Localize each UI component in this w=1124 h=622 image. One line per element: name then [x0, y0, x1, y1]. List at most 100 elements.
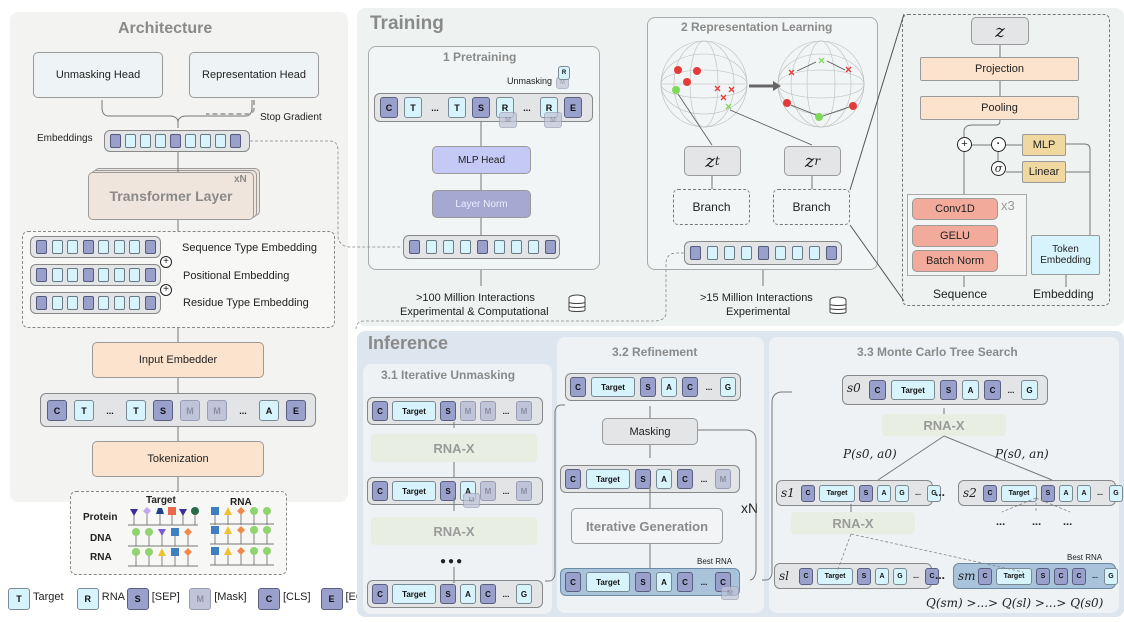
token: C — [799, 568, 813, 585]
token-embedding-layer: Token Embedding — [1031, 235, 1100, 275]
ellipsis-token: ... — [913, 573, 919, 580]
legend-token-sep: S — [126, 588, 149, 610]
token: A — [877, 485, 891, 502]
embedding-cell — [51, 296, 63, 310]
token: Target — [586, 572, 630, 592]
token: S — [857, 568, 871, 585]
dna-row-label: DNA — [90, 533, 112, 544]
token: S — [472, 97, 490, 118]
token: S — [440, 584, 456, 604]
target-column-header: Target — [146, 495, 176, 506]
residue-type-embedding-label: Residue Type Embedding — [183, 297, 309, 309]
legend-token-target: T — [8, 588, 30, 610]
left-sphere-points — [672, 66, 735, 110]
token: C — [677, 572, 693, 592]
token: G — [516, 584, 532, 604]
legend-label: [Mask] — [214, 591, 247, 603]
gelu-layer: GELU — [912, 225, 998, 247]
embedding-cell — [113, 240, 125, 254]
iterative-unmasking-title: 3.1 Iterative Unmasking — [381, 368, 516, 382]
token: Target — [1001, 485, 1037, 502]
mcts-between-ellipsis: ... — [935, 485, 946, 499]
token: T — [404, 97, 422, 118]
embedding-cell — [113, 296, 125, 310]
token: C — [1072, 568, 1086, 585]
embedding-input-label: Embedding — [1033, 287, 1094, 301]
rna-x-model: RNA-X — [371, 434, 537, 462]
embedding-row — [30, 236, 161, 258]
token: C — [372, 401, 388, 421]
token: C — [677, 469, 693, 489]
positional-embedding-label: Positional Embedding — [183, 270, 290, 282]
embedding-cell — [113, 268, 125, 282]
iterative-generation-step: Iterative Generation — [571, 508, 723, 544]
embeddings-bar — [104, 130, 250, 152]
z-symbol: z — [995, 20, 1005, 42]
token: E — [286, 400, 306, 421]
legend-token-rna: R — [76, 588, 99, 610]
token: C — [565, 469, 581, 489]
legend-label: Target — [33, 591, 64, 603]
legend-token-mask: M — [189, 588, 212, 610]
token: M — [460, 401, 476, 421]
pretraining-data-line1: >100 Million Interactions — [416, 292, 535, 304]
ellipsis-token: ... — [915, 490, 921, 497]
stop-gradient-label: Stop Gradient — [260, 112, 322, 123]
embedding-cell — [129, 240, 140, 254]
state-label: sl — [779, 569, 789, 583]
token: E — [564, 97, 582, 118]
legend-token-eos: E — [320, 588, 343, 610]
token: C — [480, 584, 496, 604]
token: C — [801, 485, 815, 502]
representation-embeddings — [684, 241, 842, 265]
token: S — [635, 572, 651, 592]
representation-data-line2: Experimental — [726, 306, 791, 318]
state-label: s1 — [781, 486, 795, 500]
token: M — [516, 481, 532, 501]
token: S — [1041, 485, 1055, 502]
token: Target — [392, 401, 436, 421]
token: C — [984, 380, 1001, 400]
ellipsis-token: ... — [700, 577, 708, 587]
token: M — [207, 400, 227, 421]
token: M — [180, 400, 200, 421]
token: M — [516, 401, 532, 421]
plus-icon: + — [160, 256, 172, 268]
leaf-ellipsis: ... — [996, 516, 1006, 528]
token: S — [1036, 568, 1050, 585]
linear-layer: Linear — [1022, 161, 1066, 183]
token: A — [661, 377, 677, 397]
ellipsis-token: ... — [705, 382, 713, 392]
ellipsis-token: ... — [239, 405, 247, 416]
token: Target — [586, 469, 630, 489]
add-operator-icon: + — [957, 137, 972, 152]
token: G — [895, 485, 909, 502]
token: S — [635, 469, 651, 489]
leaf-ellipsis: ... — [1032, 516, 1042, 528]
mlp-head: MLP Head — [432, 146, 531, 174]
unmasking-label: Unmasking — [507, 76, 553, 86]
embedding-cell — [144, 296, 156, 310]
rna-x-model: RNA-X — [791, 512, 915, 534]
q-value-ordering: Q(sm) >...> Q(sl) >...> Q(s0) — [926, 596, 1104, 610]
tokenization: Tokenization — [92, 441, 264, 477]
database-icon — [828, 296, 848, 316]
rna-row-label: RNA — [90, 552, 112, 563]
token: A — [1059, 485, 1073, 502]
masking-step: Masking — [602, 418, 698, 445]
token: S — [440, 481, 456, 501]
token: Target — [819, 485, 855, 502]
representation-head: Representation Head — [189, 52, 319, 98]
token: T — [448, 97, 466, 118]
embedding-cell — [98, 268, 109, 282]
mask-overlay-token: M — [544, 112, 562, 128]
pretraining-embeddings — [403, 235, 560, 259]
branch-left: Branch — [673, 189, 750, 225]
multiply-operator-icon: · — [991, 137, 1006, 152]
embedding-cell — [51, 268, 63, 282]
